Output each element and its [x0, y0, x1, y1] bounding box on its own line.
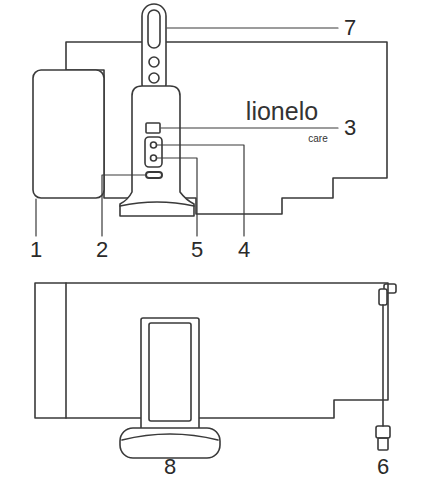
holder-base	[120, 202, 194, 206]
indicator-light	[151, 155, 157, 161]
callout-number: 3	[344, 117, 356, 139]
strap-rivet	[149, 73, 159, 83]
callout-number: 6	[377, 456, 389, 478]
base-plate-bottom	[35, 283, 388, 418]
holder-body	[120, 86, 194, 216]
callout-number: 8	[164, 456, 176, 478]
callout-number: 7	[344, 17, 356, 39]
callout-number: 4	[238, 239, 250, 261]
stand-foot-rim	[122, 434, 218, 440]
pad-edge	[65, 283, 67, 418]
usb-plug	[376, 426, 390, 438]
cable	[382, 305, 384, 426]
base-plate	[66, 42, 387, 214]
button	[146, 123, 160, 133]
callout-number: 5	[191, 239, 203, 261]
indicator-light	[151, 142, 157, 148]
stand	[141, 318, 199, 436]
cable-plug-neck	[379, 289, 387, 305]
strap-slot	[148, 10, 160, 48]
callout-number: 2	[96, 239, 108, 261]
brand-logo: lionelo	[246, 99, 318, 124]
usb-port	[146, 172, 162, 178]
stand-inner	[149, 323, 191, 421]
stand-foot	[120, 428, 220, 458]
strap	[142, 4, 166, 96]
side-pad	[33, 70, 104, 198]
indicator-panel	[145, 137, 162, 167]
brand-subtitle: care	[308, 134, 327, 144]
usb-plug-tip	[378, 438, 388, 450]
callout-number: 1	[30, 239, 42, 261]
strap-rivet	[149, 57, 159, 67]
